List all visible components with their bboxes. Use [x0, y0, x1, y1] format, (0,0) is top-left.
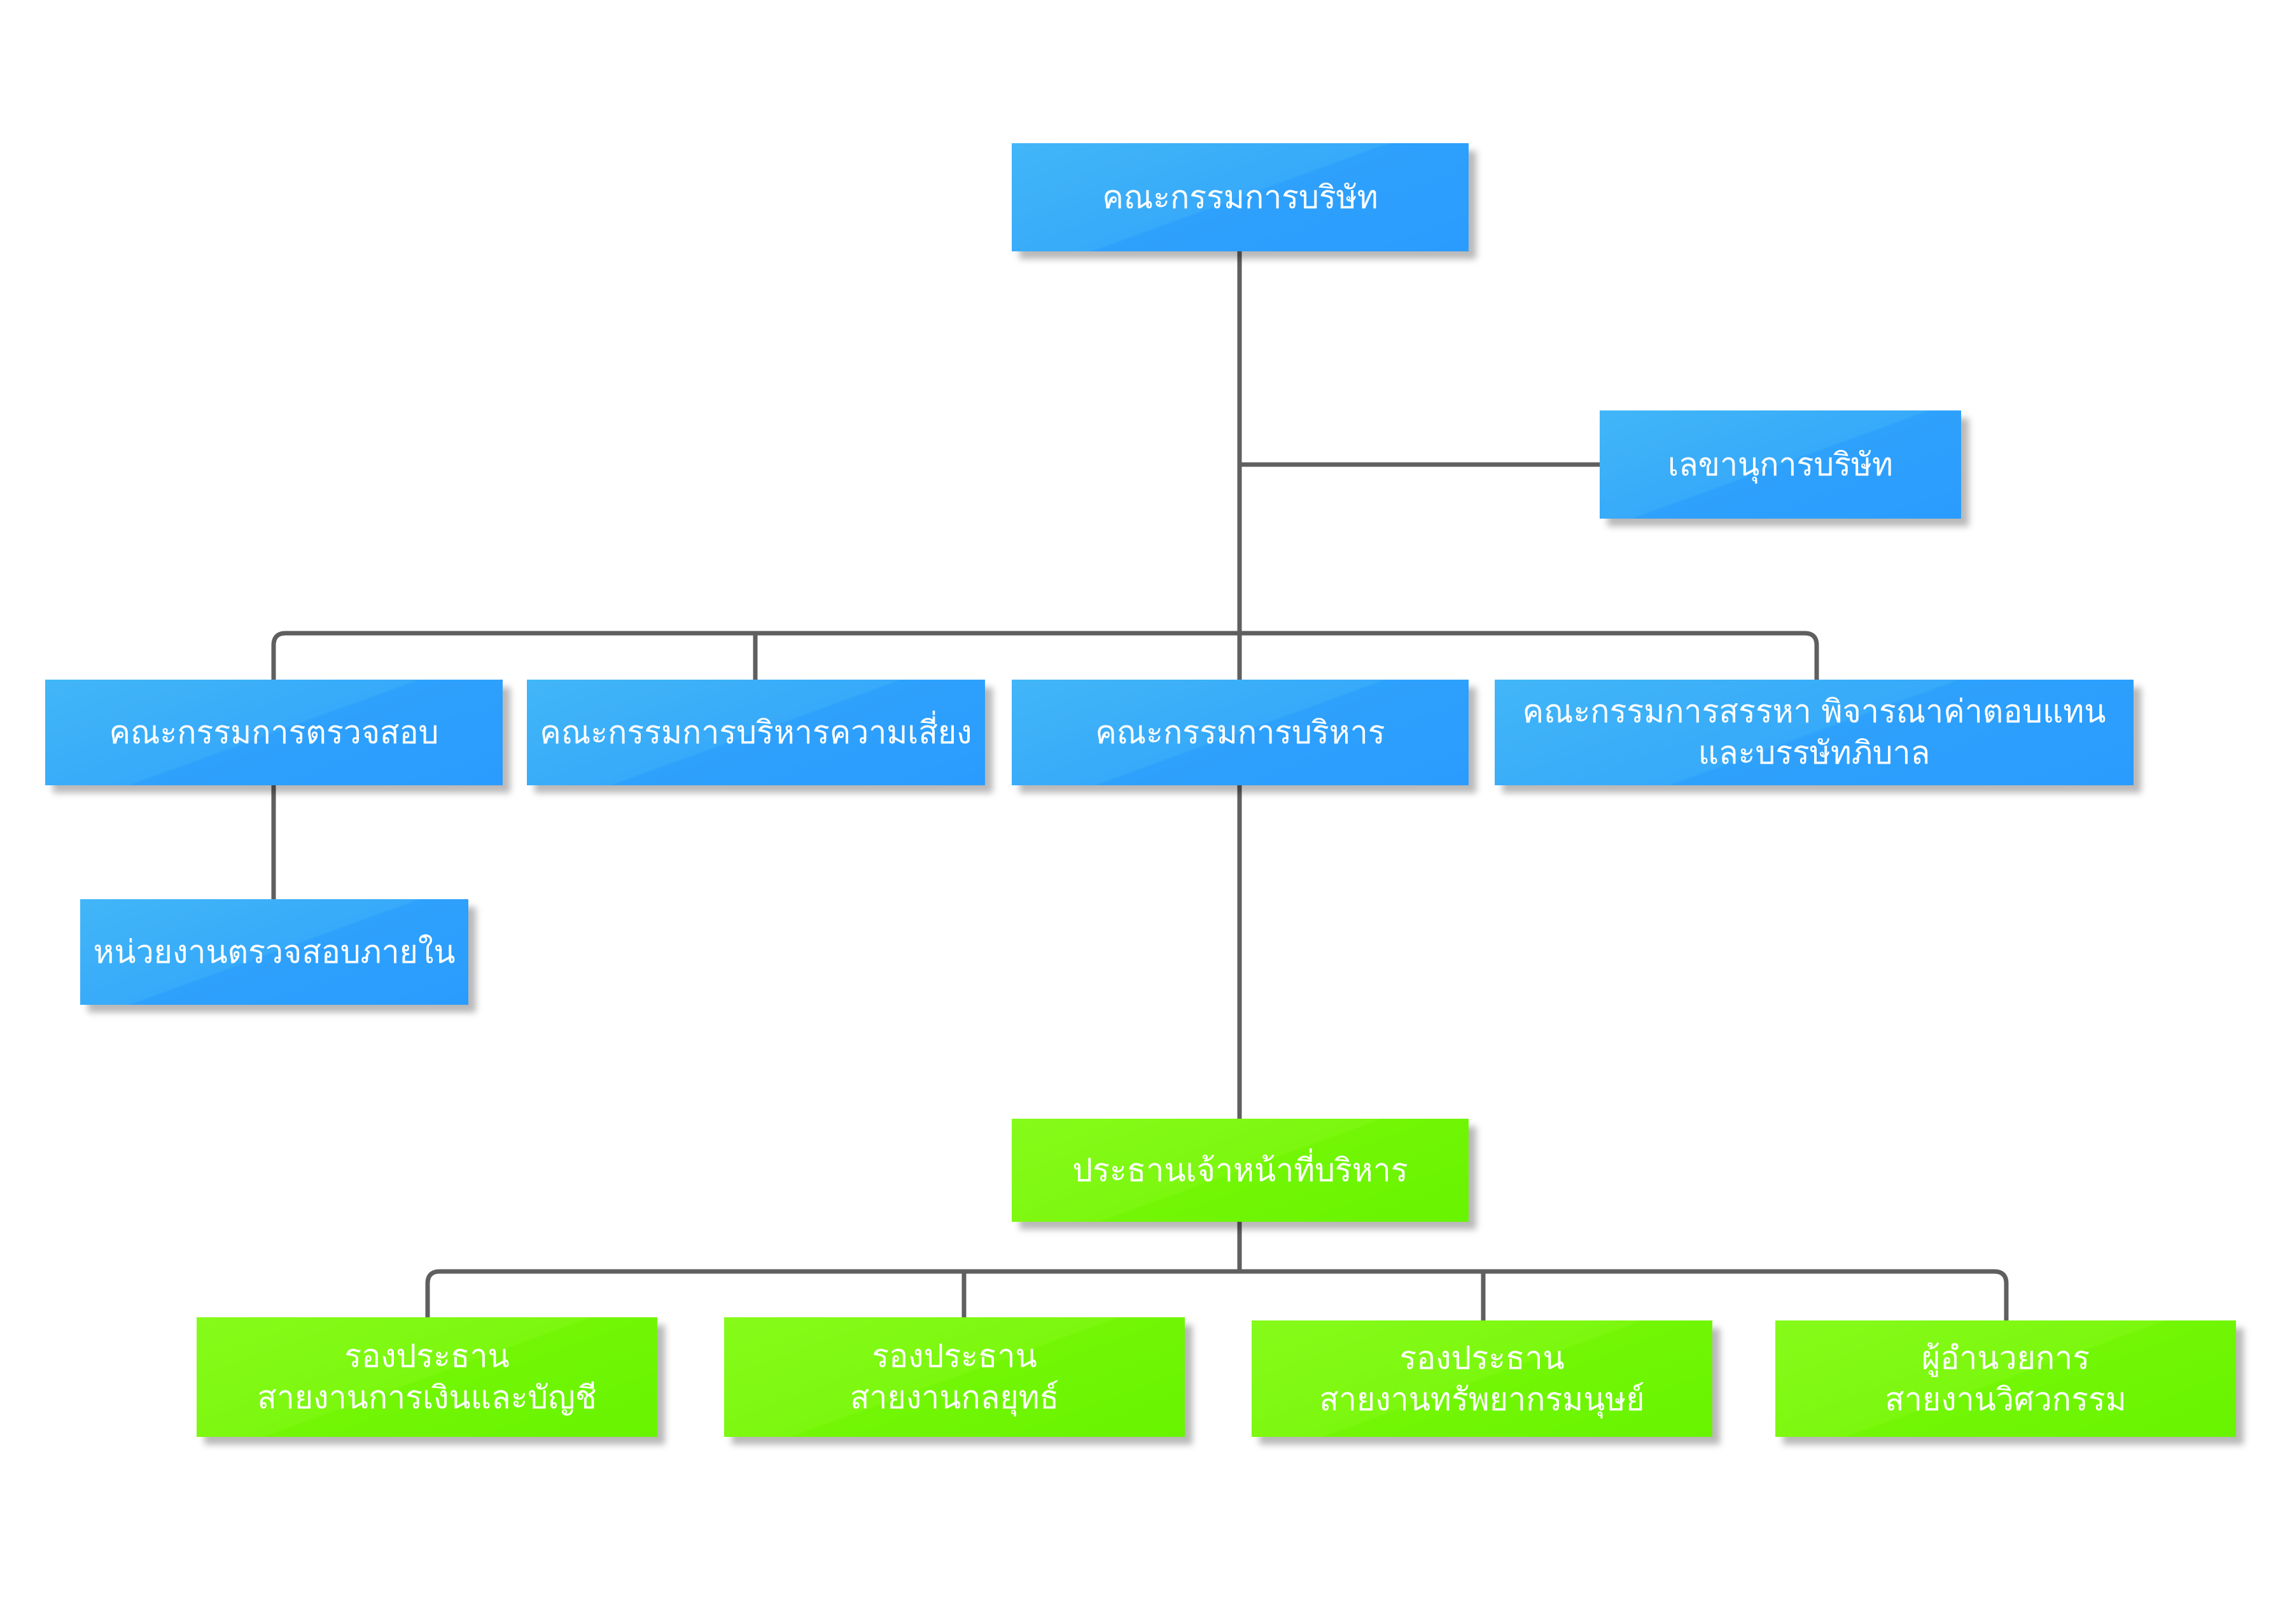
strategy-division-box: รองประธาน สายงานกลยุทธ์ — [724, 1317, 1185, 1437]
finance-division-label: รองประธาน สายงานการเงินและบัญชี — [257, 1338, 597, 1416]
hr-division-box: รองประธาน สายงานทรัพยากรมนุษย์ — [1252, 1320, 1712, 1437]
nomination-committee-label: คณะกรรมการสรรหา พิจารณาค่าตอบแทน และบรรษ… — [1522, 693, 2106, 771]
risk-committee-label: คณะกรรมการบริหารความเสี่ยง — [540, 713, 972, 751]
hr-division-label: รองประธาน สายงานทรัพยากรมนุษย์ — [1319, 1339, 1645, 1418]
division-bus-line — [425, 1269, 2009, 1324]
internal-audit-label: หน่วยงานตรวจสอบภายใน — [93, 933, 456, 970]
board-of-directors-label: คณะกรรมการบริษัท — [1102, 178, 1378, 216]
executive-committee-label: คณะกรรมการบริหาร — [1095, 713, 1385, 751]
company-secretary-box: เลขานุการบริษัท — [1600, 410, 1961, 519]
board-of-directors-box: คณะกรรมการบริษัท — [1012, 143, 1469, 251]
executive-committee-box: คณะกรรมการบริหาร — [1012, 680, 1469, 785]
audit-committee-box: คณะกรรมการตรวจสอบ — [45, 680, 503, 785]
risk-committee-box: คณะกรรมการบริหารความเสี่ยง — [527, 680, 985, 785]
finance-division-box: รองประธาน สายงานการเงินและบัญชี — [197, 1317, 657, 1437]
engineering-division-label: ผู้อำนวยการ สายงานวิศวกรรม — [1885, 1339, 2127, 1418]
committee-bus-line — [271, 631, 1819, 681]
ceo-label: ประธานเจ้าหน้าที่บริหาร — [1072, 1151, 1408, 1189]
internal-audit-box: หน่วยงานตรวจสอบภายใน — [80, 899, 468, 1005]
company-secretary-label: เลขานุการบริษัท — [1668, 445, 1893, 483]
ceo-box: ประธานเจ้าหน้าที่บริหาร — [1012, 1119, 1469, 1222]
audit-committee-label: คณะกรรมการตรวจสอบ — [109, 713, 439, 751]
engineering-division-box: ผู้อำนวยการ สายงานวิศวกรรม — [1775, 1320, 2236, 1437]
nomination-committee-box: คณะกรรมการสรรหา พิจารณาค่าตอบแทน และบรรษ… — [1495, 680, 2134, 785]
strategy-division-label: รองประธาน สายงานกลยุทธ์ — [849, 1338, 1059, 1416]
